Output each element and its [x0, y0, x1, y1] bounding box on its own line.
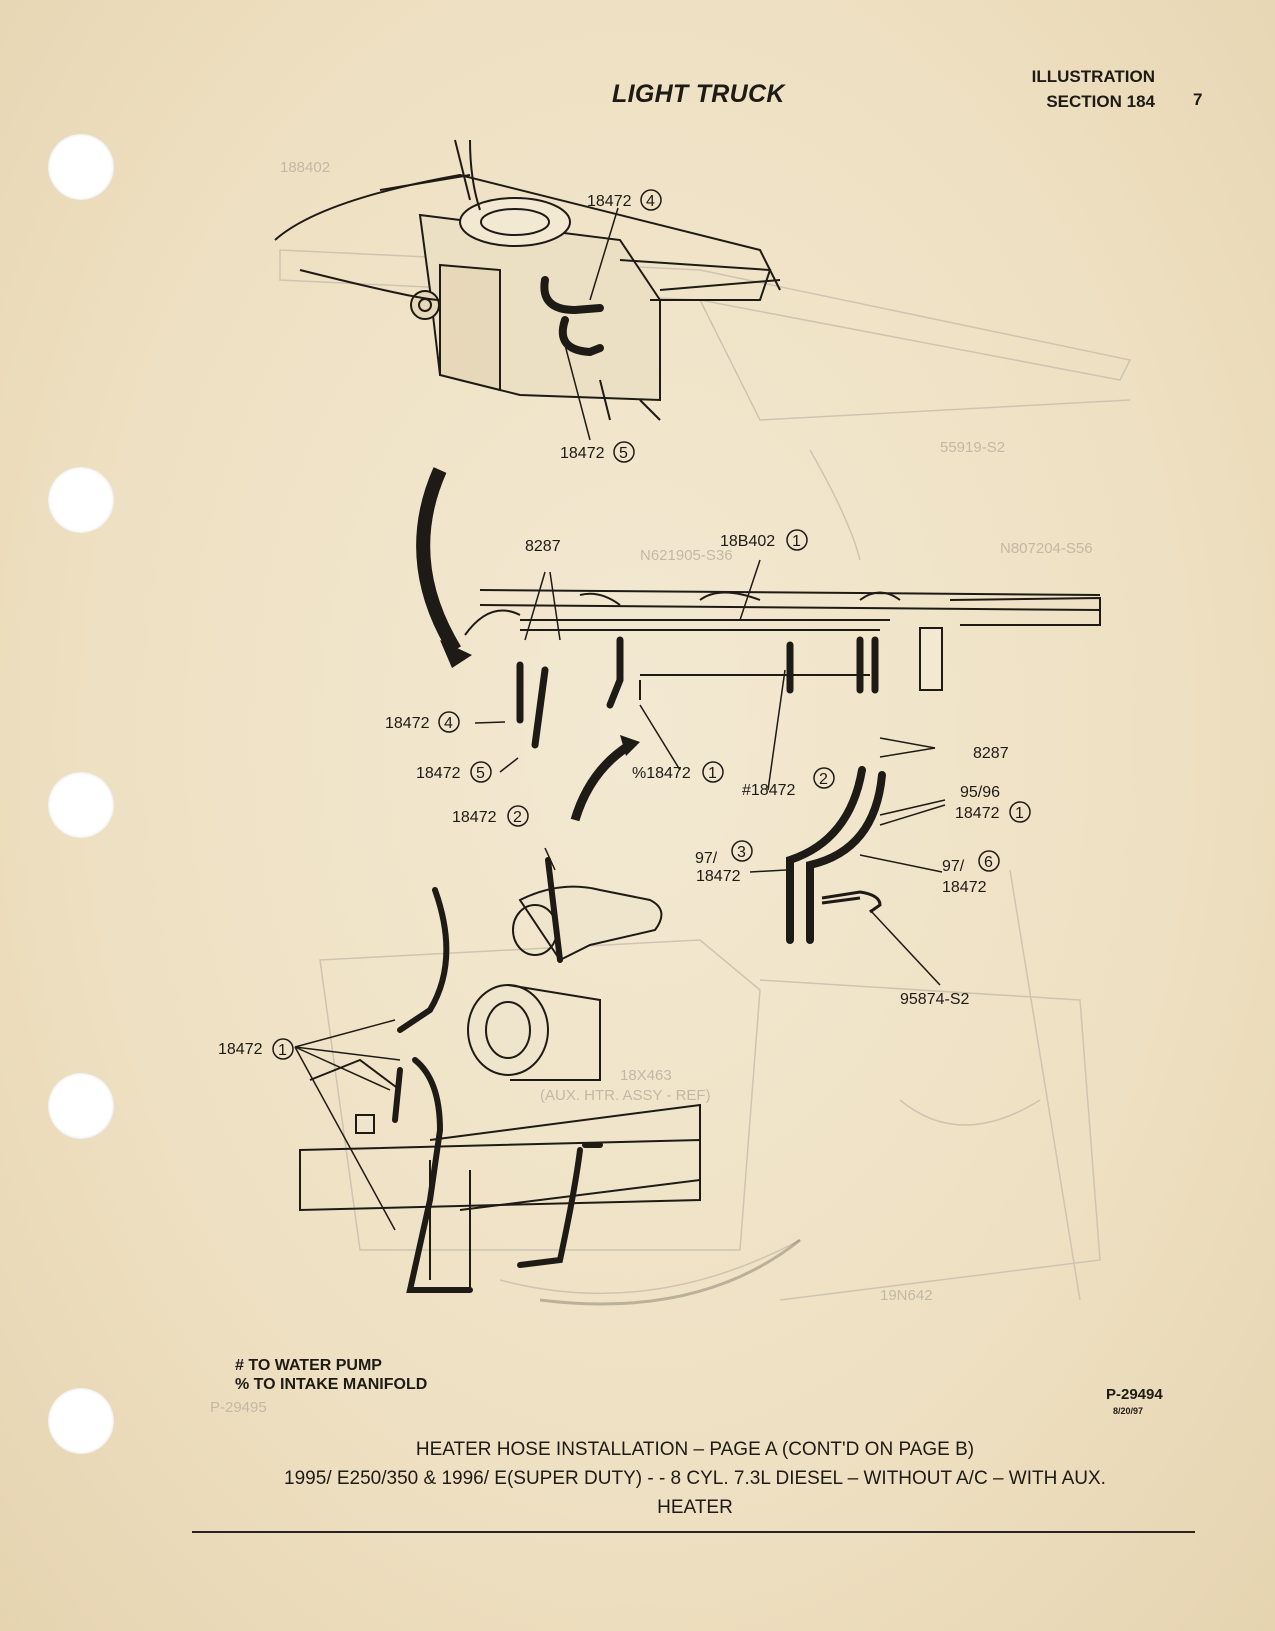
aux-heater-hoses [786, 766, 886, 944]
page-number: 7 [1193, 90, 1203, 109]
caption-line-3: HEATER [657, 1497, 733, 1518]
callout-top-4-num: 4 [646, 193, 655, 210]
binder-hole-1 [48, 134, 114, 200]
leader-lines [294, 207, 946, 1231]
bleed-through-art [279, 249, 1132, 1301]
section-label: SECTION 184 [1046, 92, 1155, 111]
callout-top-4: 18472 4 [587, 189, 662, 211]
callout-left-5-num: 5 [476, 765, 485, 782]
callout-top-4-text: 18472 [587, 193, 632, 210]
ghost-label-c: N807204-S56 [1000, 540, 1093, 557]
ghost-label-d: 55919-S2 [940, 439, 1005, 456]
reference-code: P-29494 [1106, 1386, 1163, 1403]
assembly-arrows [416, 467, 640, 822]
callout-engine-1-text: 18472 [218, 1041, 263, 1058]
callout-intake-num: 1 [708, 765, 717, 782]
callout-9596-part: 18472 [955, 805, 1000, 822]
illustration-label: ILLUSTRATION [1031, 67, 1155, 86]
binder-hole-3 [48, 772, 114, 838]
legend: # TO WATER PUMP % TO INTAKE MANIFOLD [235, 1356, 427, 1394]
callout-97-6-years: 97/ [942, 858, 965, 875]
callout-18b402-text: 18B402 [720, 533, 775, 550]
top-hoses [540, 276, 604, 357]
caption-line-1: HEATER HOSE INSTALLATION – PAGE A (CONT'… [415, 1439, 975, 1460]
ghost-label-b: N621905-S36 [640, 547, 733, 564]
callout-top-5-num: 5 [619, 445, 628, 462]
ghost-label-h: P-29495 [210, 1399, 267, 1416]
binder-hole-2 [48, 467, 114, 533]
callout-97-6-part: 18472 [942, 879, 987, 896]
caption-line-2: 1995/ E250/350 & 1996/ E(SUPER DUTY) - -… [284, 1468, 1106, 1489]
ghost-label-e: 18X463 [620, 1067, 672, 1084]
callout-engine-1: 18472 1 [218, 1038, 294, 1060]
callout-9596: 95/96 18472 1 [955, 784, 1031, 823]
callout-mid-2: 18472 2 [452, 805, 529, 827]
callout-intake-text: %18472 [632, 765, 691, 782]
callout-18b402: 18B402 1 [720, 529, 808, 551]
callout-mid-2-num: 2 [513, 809, 522, 826]
binder-hole-4 [48, 1073, 114, 1139]
callout-9596-num: 1 [1015, 805, 1024, 822]
callout-97-3-part: 18472 [696, 868, 741, 885]
callout-97-3-years: 97/ [695, 850, 718, 867]
callout-8287-b: 8287 [973, 745, 1009, 762]
ghost-label-f: (AUX. HTR. ASSY - REF) [540, 1087, 711, 1104]
callout-engine-1-num: 1 [278, 1042, 287, 1059]
callout-8287-a: 8287 [525, 538, 561, 555]
callout-left-4-text: 18472 [385, 715, 430, 732]
callout-97-6-num: 6 [984, 854, 993, 871]
callout-mid-2-text: 18472 [452, 809, 497, 826]
bundle-hoses-dark [516, 636, 879, 749]
engine-hoses [392, 857, 603, 1293]
callout-intake: %18472 1 [632, 761, 724, 783]
callout-97-3: 97/ 3 18472 [695, 840, 753, 885]
callout-left-5-text: 18472 [416, 765, 461, 782]
ghost-label-g: 19N642 [880, 1287, 933, 1304]
bottom-arrow [539, 1238, 801, 1306]
reference-date: 8/20/97 [1113, 1406, 1144, 1416]
callout-left-5: 18472 5 [416, 761, 492, 783]
hose-clamp [821, 890, 882, 914]
callout-9596-years: 95/96 [960, 784, 1000, 801]
ghost-label-a: 188402 [280, 159, 330, 176]
callout-pump-text: #18472 [742, 782, 795, 799]
section-header: ILLUSTRATION SECTION 184 [1010, 64, 1155, 114]
legend-intake-manifold: % TO INTAKE MANIFOLD [235, 1376, 428, 1393]
callout-top-5: 18472 5 [560, 441, 635, 463]
heater-core-assembly [274, 139, 781, 421]
callout-left-4: 18472 4 [385, 711, 460, 733]
callout-18b402-num: 1 [792, 533, 801, 550]
callout-97-6: 97/ 6 18472 [942, 850, 1000, 896]
callout-pump-num: 2 [819, 771, 828, 788]
callout-top-5-text: 18472 [560, 445, 605, 462]
figure-caption: HEATER HOSE INSTALLATION – PAGE A (CONT'… [190, 1435, 1200, 1522]
callout-clamp: 95874-S2 [900, 991, 969, 1008]
callout-left-4-num: 4 [444, 715, 453, 732]
callout-97-3-num: 3 [737, 844, 746, 861]
hose-bundle [464, 589, 1101, 700]
legend-water-pump: # TO WATER PUMP [235, 1357, 382, 1374]
callout-pump: #18472 2 [742, 767, 835, 799]
binder-hole-5 [48, 1388, 114, 1454]
page-title: LIGHT TRUCK [612, 80, 785, 108]
caption-rule [192, 1531, 1195, 1533]
